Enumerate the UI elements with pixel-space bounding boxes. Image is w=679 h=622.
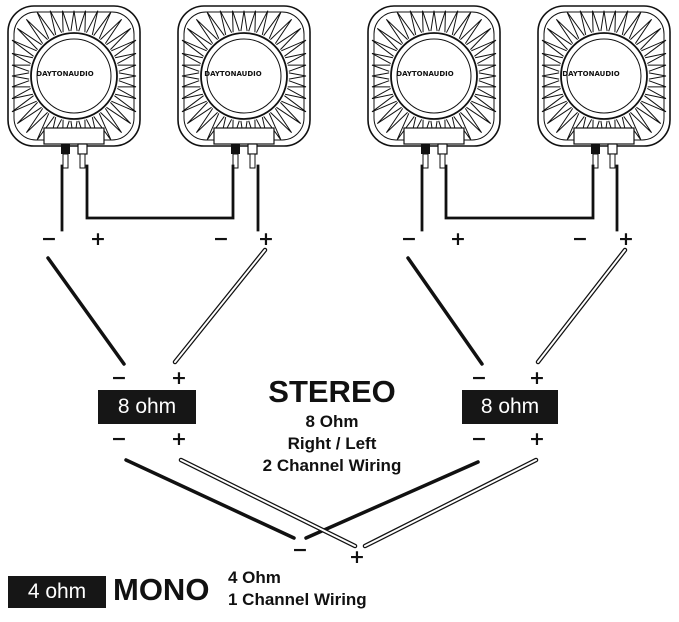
terminal-minus-1: − <box>41 228 57 250</box>
box-left-bottom-plus: + <box>171 428 187 450</box>
stereo-title: STEREO <box>268 374 396 409</box>
speaker-2 <box>177 5 311 169</box>
terminal-minus-4: − <box>572 228 588 250</box>
speaker-2-brand: DAYTONAUDIO <box>204 70 262 78</box>
speaker-3-brand: DAYTONAUDIO <box>396 70 454 78</box>
mono-plus: + <box>349 546 365 568</box>
stereo-line-3: 2 Channel Wiring <box>262 456 402 475</box>
box-right-top-minus: − <box>471 367 487 389</box>
stereo-line-1: 8 Ohm <box>305 412 359 431</box>
box-right-bottom-plus: + <box>529 428 545 450</box>
box-left-top-minus: − <box>111 367 127 389</box>
terminal-plus-2: + <box>258 228 274 250</box>
box-right-bottom-minus: − <box>471 428 487 450</box>
mono-line-1: 4 Ohm <box>228 568 281 587</box>
box-mono-4-ohm: 4 ohm <box>8 576 106 608</box>
speaker-1-brand: DAYTONAUDIO <box>36 70 94 78</box>
speaker-4 <box>537 5 671 169</box>
terminal-plus-3: + <box>450 228 466 250</box>
terminal-minus-2: − <box>213 228 229 250</box>
box-left-8-ohm: 8 ohm <box>98 390 196 424</box>
speaker-3 <box>367 5 501 169</box>
terminal-minus-3: − <box>401 228 417 250</box>
box-left-top-plus: + <box>171 367 187 389</box>
speaker-1 <box>7 5 141 169</box>
stereo-line-2: Right / Left <box>287 434 377 453</box>
box-right-8-ohm: 8 ohm <box>462 390 558 424</box>
mono-title: MONO <box>113 572 210 607</box>
mono-minus: − <box>292 539 308 561</box>
speaker-4-brand: DAYTONAUDIO <box>562 70 620 78</box>
box-left-bottom-minus: − <box>111 428 127 450</box>
box-right-top-plus: + <box>529 367 545 389</box>
mono-line-2: 1 Channel Wiring <box>228 590 367 609</box>
terminal-plus-4: + <box>618 228 634 250</box>
terminal-plus-1: + <box>90 228 106 250</box>
